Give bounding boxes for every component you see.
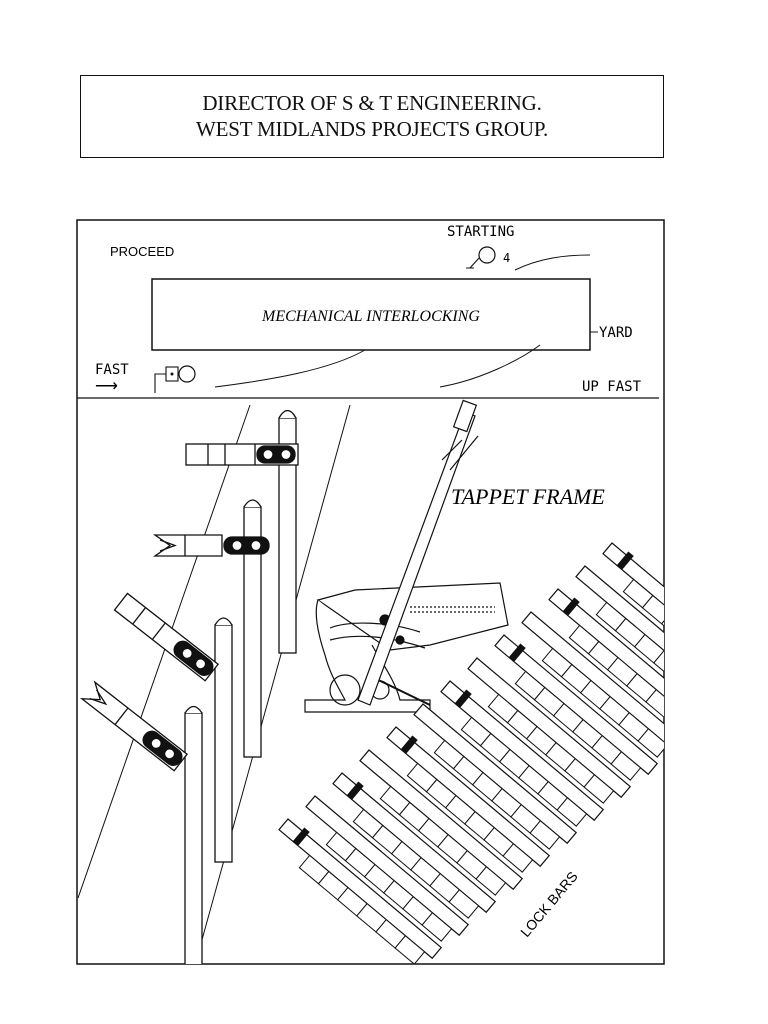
up-fast-label: UP FAST bbox=[582, 379, 642, 395]
lever-frame-drawing bbox=[304, 399, 509, 713]
fast-signal-box-icon bbox=[165, 366, 179, 382]
home-signal-arm-2 bbox=[113, 592, 219, 682]
lock-bar bbox=[467, 657, 632, 804]
starting-signal-icon bbox=[478, 246, 496, 264]
title-box bbox=[151, 278, 591, 351]
header-line-2: WEST MIDLANDS PROJECTS GROUP. bbox=[195, 117, 549, 141]
distant-signal-arm-2 bbox=[79, 680, 188, 772]
lock-bar bbox=[440, 680, 605, 827]
starting-label: STARTING bbox=[447, 224, 514, 240]
lock-bar bbox=[332, 772, 497, 919]
distant-signal-arm-1 bbox=[152, 534, 270, 557]
yard-label: YARD bbox=[599, 325, 633, 341]
fast-arrow-icon: ⟶ bbox=[95, 378, 118, 395]
lock-bar bbox=[305, 795, 470, 942]
lock-bar bbox=[602, 542, 664, 684]
lock-bars-label: LOCK BARS bbox=[517, 868, 581, 940]
lock-bar bbox=[575, 565, 664, 707]
proceed-label: PROCEED bbox=[110, 244, 174, 259]
lock-bar bbox=[413, 703, 578, 850]
tappet-frame-label: TAPPET FRAME bbox=[451, 484, 605, 509]
lock-bar bbox=[386, 726, 551, 873]
lock-bar bbox=[548, 588, 664, 730]
lock-bars bbox=[278, 542, 664, 964]
semaphore-arms bbox=[79, 443, 299, 772]
signal-posts bbox=[184, 409, 297, 964]
fast-label: FAST bbox=[95, 362, 129, 378]
fast-signal-icon bbox=[178, 365, 196, 383]
header-box: DIRECTOR OF S & T ENGINEERING. WEST MIDL… bbox=[80, 75, 664, 158]
header-line-1: DIRECTOR OF S & T ENGINEERING. bbox=[202, 91, 542, 115]
lock-bar bbox=[359, 749, 524, 896]
starting-number: 4 bbox=[503, 251, 510, 265]
track-plan: PROCEED STARTING 4 MECHANICAL INTERLOCKI… bbox=[77, 224, 659, 399]
home-signal-arm-1 bbox=[185, 443, 299, 466]
lock-bar bbox=[521, 611, 664, 758]
lock-bar bbox=[494, 634, 659, 781]
diagram-title: MECHANICAL INTERLOCKING bbox=[261, 308, 480, 325]
perspective-lines bbox=[77, 404, 351, 964]
lock-bar bbox=[278, 818, 443, 964]
